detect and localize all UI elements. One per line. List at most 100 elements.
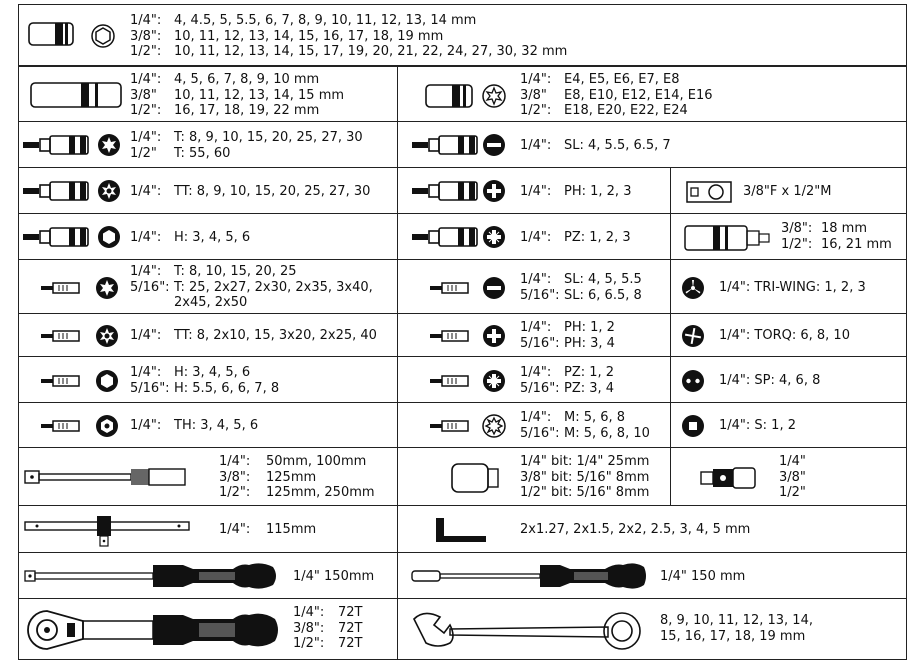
hex-icon bbox=[97, 225, 121, 249]
size-list: 1/4": 5/16": bbox=[130, 264, 170, 295]
row-pozidriv-bit-sockets: 1/4": PZ: 1, 2, 3 bbox=[397, 213, 671, 260]
spanner-bit-icon bbox=[681, 369, 705, 393]
triple-square-icon bbox=[482, 414, 506, 438]
phillips-icon bbox=[482, 324, 506, 348]
pozidriv-icon bbox=[482, 225, 506, 249]
wrench-sizes: 8, 9, 10, 11, 12, 13, 14, 15, 16, 17, 18… bbox=[660, 613, 813, 644]
bit-socket-icon bbox=[23, 226, 91, 248]
value-list: 72T 72T 72T bbox=[338, 605, 363, 651]
value-list: H: 3, 4, 5, 6 H: 5.5, 6, 6, 7, 8 bbox=[174, 365, 280, 396]
tri-wing-icon bbox=[681, 276, 705, 300]
square-label: 1/4": S: 1, 2 bbox=[719, 418, 796, 433]
adapter-label: 3/8"F x 1/2"M bbox=[743, 184, 832, 199]
e-torx-icon bbox=[482, 84, 506, 108]
value-list: 50mm, 100mm 125mm 125mm, 250mm bbox=[266, 454, 375, 500]
row-ratchets: 1/4": 3/8": 1/2": 72T 72T 72T bbox=[18, 598, 398, 660]
value-label: TT: 8, 9, 10, 15, 20, 25, 27, 30 bbox=[174, 184, 371, 199]
size-label: 1/4": bbox=[130, 184, 162, 199]
row-torx-bits: 1/4": 5/16": T: 8, 10, 15, 20, 25 T: 25,… bbox=[18, 259, 398, 314]
hex-socket-icon bbox=[91, 24, 115, 48]
square-bit-icon bbox=[681, 414, 705, 438]
torq-label: 1/4": TORQ: 6, 8, 10 bbox=[719, 328, 850, 343]
adapter-icon bbox=[686, 181, 732, 203]
pozidriv-icon bbox=[482, 369, 506, 393]
value-label: TT: 8, 2x10, 15, 3x20, 2x25, 40 bbox=[174, 328, 377, 343]
value-list: 4, 5, 6, 7, 8, 9, 10 mm 10, 11, 12, 13, … bbox=[174, 72, 345, 118]
size-list: 1/4": 5/16": bbox=[520, 320, 560, 351]
t-handle-icon bbox=[24, 516, 190, 547]
size-list: 3/8": 1/2": bbox=[781, 221, 813, 252]
bit-icon bbox=[428, 329, 472, 343]
row-tamper-torx-bit-sockets: 1/4": TT: 8, 9, 10, 15, 20, 25, 27, 30 bbox=[18, 167, 398, 214]
tri-wing-label: 1/4": TRI-WING: 1, 2, 3 bbox=[719, 280, 866, 295]
bit-icon bbox=[39, 329, 83, 343]
spanner-label: 1/4": SP: 4, 6, 8 bbox=[719, 373, 821, 388]
row-t-handle: 1/4": 115mm bbox=[18, 505, 398, 553]
row-hex-bits: 1/4": 5/16": H: 3, 4, 5, 6 H: 5.5, 6, 6,… bbox=[18, 356, 398, 403]
bit-socket-icon bbox=[412, 180, 480, 202]
value-label: PH: 1, 2, 3 bbox=[564, 184, 632, 199]
bit-icon bbox=[39, 374, 83, 388]
size-label: 1/4": bbox=[130, 418, 162, 433]
row-tri-wing-bits: 1/4": TRI-WING: 1, 2, 3 bbox=[670, 259, 907, 314]
size-list: 1/4" 3/8" 1/2" bbox=[779, 454, 806, 500]
socket-icon bbox=[425, 84, 473, 108]
value-list: 4, 4.5, 5, 5.5, 6, 7, 8, 9, 10, 11, 12, … bbox=[174, 13, 568, 59]
bit-socket-icon bbox=[412, 134, 480, 156]
bit-icon bbox=[39, 281, 83, 295]
bit-socket-icon bbox=[23, 180, 91, 202]
size-label: 1/4": bbox=[520, 138, 552, 153]
row-square-bits: 1/4": S: 1, 2 bbox=[670, 402, 907, 448]
screwdriver-label: 1/4" 150 mm bbox=[660, 569, 746, 584]
value-list: SL: 4, 5, 5.5 SL: 6, 6.5, 8 bbox=[564, 272, 642, 303]
row-extension-bars: 1/4": 3/8": 1/2": 50mm, 100mm 125mm 125m… bbox=[18, 447, 398, 506]
handle-label: 1/4" 150mm bbox=[293, 569, 375, 584]
size-list: 1/4": 3/8": 1/2": bbox=[219, 454, 251, 500]
value-label: 115mm bbox=[266, 522, 317, 537]
row-tamper-hex-bits: 1/4": TH: 3, 4, 5, 6 bbox=[18, 402, 398, 448]
row-bit-driver-handle: 1/4" 150mm bbox=[18, 552, 398, 599]
bit-icon bbox=[428, 419, 472, 433]
row-deep-sockets: 1/4": 3/8" 1/2": 4, 5, 6, 7, 8, 9, 10 mm… bbox=[18, 66, 398, 122]
torq-icon bbox=[681, 324, 705, 348]
phillips-icon bbox=[482, 179, 506, 203]
row-torx-bit-sockets: 1/4": 1/2" T: 8, 9, 10, 15, 20, 25, 27, … bbox=[18, 121, 398, 168]
bit-adapter-list: 1/4" bit: 1/4" 25mm 3/8" bit: 5/16" 8mm … bbox=[520, 454, 650, 500]
size-label: 1/4": bbox=[520, 184, 552, 199]
value-list: 18 mm 16, 21 mm bbox=[821, 221, 892, 252]
hex-icon bbox=[95, 369, 119, 393]
size-list: 1/4": 3/8" 1/2": bbox=[130, 72, 162, 118]
row-bit-adapters: 1/4" bit: 1/4" 25mm 3/8" bit: 5/16" 8mm … bbox=[397, 447, 671, 506]
row-slotted-bit-sockets: 1/4": SL: 4, 5.5, 6.5, 7 bbox=[397, 121, 907, 168]
size-label: 1/4": bbox=[219, 522, 251, 537]
row-hex-keys: 2x1.27, 2x1.5, 2x2, 2.5, 3, 4, 5 mm bbox=[397, 505, 907, 553]
socket-icon bbox=[28, 22, 74, 46]
size-list: 1/4": 3/8": 1/2": bbox=[293, 605, 325, 651]
ratchet-icon bbox=[27, 610, 278, 650]
bit-adapter-icon bbox=[451, 463, 499, 493]
universal-joint-icon bbox=[700, 467, 756, 489]
value-list: E4, E5, E6, E7, E8 E8, E10, E12, E14, E1… bbox=[564, 72, 713, 118]
value-list: PH: 1, 2 PH: 3, 4 bbox=[564, 320, 615, 351]
bit-icon bbox=[428, 374, 472, 388]
value-list: M: 5, 6, 8 M: 5, 6, 8, 10 bbox=[564, 410, 650, 441]
row-universal-joints: 1/4" 3/8" 1/2" bbox=[670, 447, 907, 506]
value-label: PZ: 1, 2, 3 bbox=[564, 230, 631, 245]
row-combination-wrenches: 8, 9, 10, 11, 12, 13, 14, 15, 16, 17, 18… bbox=[397, 598, 907, 660]
extension-bar-icon bbox=[24, 468, 186, 486]
tamper-hex-icon bbox=[95, 414, 119, 438]
row-hex-sockets: 1/4": 3/8": 1/2": 4, 4.5, 5, 5.5, 6, 7, … bbox=[18, 4, 907, 66]
torx-icon bbox=[97, 133, 121, 157]
bit-icon bbox=[39, 419, 83, 433]
value-label: SL: 4, 5.5, 6.5, 7 bbox=[564, 138, 671, 153]
row-hex-bit-sockets: 1/4": H: 3, 4, 5, 6 bbox=[18, 213, 398, 260]
deep-socket-icon bbox=[30, 82, 122, 108]
row-slotted-bits: 1/4": 5/16": SL: 4, 5, 5.5 SL: 6, 6.5, 8 bbox=[397, 259, 671, 314]
bit-socket-icon bbox=[412, 226, 480, 248]
row-torq-bits: 1/4": TORQ: 6, 8, 10 bbox=[670, 313, 907, 357]
size-list: 1/4": 1/2" bbox=[130, 130, 162, 161]
row-e-torx-sockets: 1/4": 3/8" 1/2": E4, E5, E6, E7, E8 E8, … bbox=[397, 66, 907, 122]
size-label: 1/4": bbox=[520, 230, 552, 245]
value-list: T: 8, 10, 15, 20, 25 T: 25, 2x27, 2x30, … bbox=[174, 264, 373, 310]
size-list: 1/4": 5/16": bbox=[520, 272, 560, 303]
